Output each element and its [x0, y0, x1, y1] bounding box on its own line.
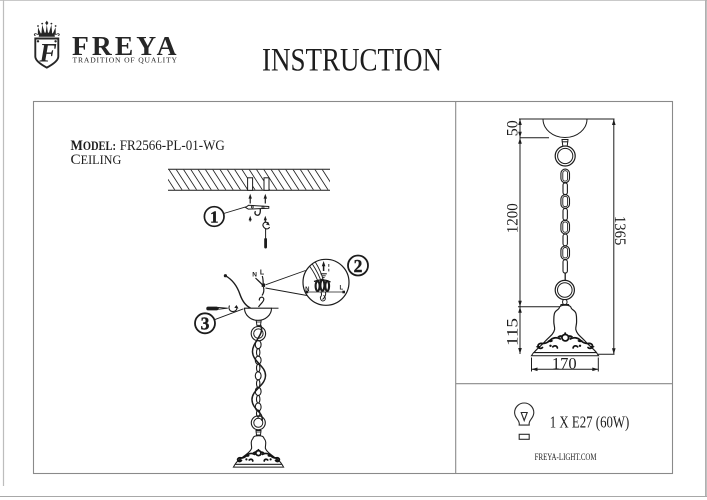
svg-text:F: F [38, 39, 56, 68]
svg-text:TRADITION OF QUALITY: TRADITION OF QUALITY [73, 56, 178, 65]
svg-text:1: 1 [210, 208, 219, 227]
svg-text:CEILING: CEILING [71, 151, 122, 168]
svg-text:FR2566-PL-01-WG: FR2566-PL-01-WG [120, 137, 225, 154]
svg-text:1 X E27 (60W): 1 X E27 (60W) [550, 413, 630, 432]
svg-text:MODEL:: MODEL: [71, 137, 117, 154]
svg-text:L: L [340, 286, 344, 292]
svg-text:50: 50 [504, 120, 521, 136]
svg-text:1365: 1365 [611, 216, 628, 246]
svg-text:1200: 1200 [504, 203, 521, 233]
svg-text:N: N [305, 287, 309, 293]
svg-text:L: L [260, 270, 265, 277]
svg-text:FREYA-LIGHT.COM: FREYA-LIGHT.COM [535, 453, 597, 463]
svg-text:115: 115 [504, 318, 521, 346]
svg-text:3: 3 [201, 314, 210, 334]
svg-text:N: N [252, 272, 257, 279]
svg-text:INSTRUCTION: INSTRUCTION [262, 43, 442, 79]
svg-text:2: 2 [354, 256, 363, 276]
svg-text:170: 170 [552, 354, 577, 373]
